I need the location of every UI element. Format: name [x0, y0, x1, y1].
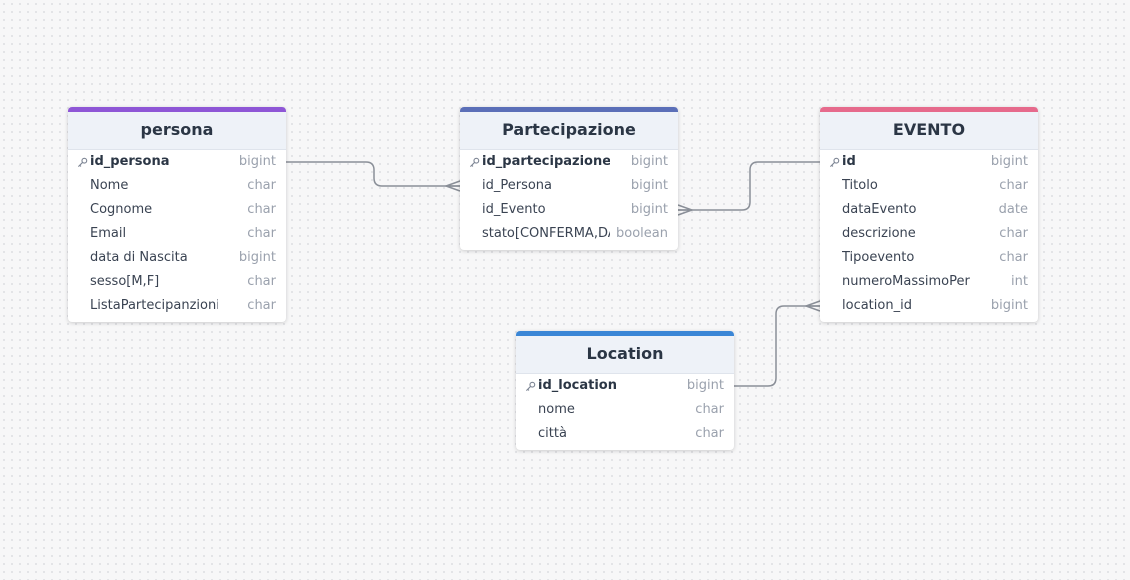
column-name: nome [538, 402, 575, 417]
column-name: ListaPartecipanzioni [90, 298, 218, 313]
column-row[interactable]: nome char [516, 398, 734, 422]
table-title[interactable]: Partecipazione [460, 112, 678, 150]
key-icon [524, 374, 536, 398]
column-name: Nome [90, 178, 129, 193]
column-row[interactable]: sesso[M,F] char [68, 270, 286, 294]
column-row[interactable]: id_Evento bigint [460, 198, 678, 222]
column-row[interactable]: Nome char [68, 174, 286, 198]
column-name: id [842, 154, 856, 169]
column-name: dataEvento [842, 202, 917, 217]
key-icon [468, 150, 480, 174]
column-type: int [1008, 270, 1028, 294]
column-name: id_partecipazione [482, 154, 610, 169]
column-row[interactable]: città char [516, 422, 734, 446]
column-type: char [244, 174, 276, 198]
column-type: bigint [235, 246, 276, 270]
column-name: città [538, 426, 567, 441]
column-row[interactable]: numeroMassimoPersone int [820, 270, 1038, 294]
column-row[interactable]: Cognome char [68, 198, 286, 222]
column-type: char [244, 222, 276, 246]
column-row[interactable]: Titolo char [820, 174, 1038, 198]
column-type: bigint [987, 294, 1028, 318]
column-name: Cognome [90, 202, 153, 217]
key-icon [828, 150, 840, 174]
column-row[interactable]: id_partecipazione bigint [460, 150, 678, 174]
column-type: char [996, 222, 1028, 246]
column-row[interactable]: id bigint [820, 150, 1038, 174]
column-row[interactable]: location_id bigint [820, 294, 1038, 318]
column-name: id_Evento [482, 202, 546, 217]
column-type: bigint [627, 174, 668, 198]
column-row[interactable]: id_location bigint [516, 374, 734, 398]
column-row[interactable]: ListaPartecipanzioni char [68, 294, 286, 318]
column-name: Titolo [842, 178, 878, 193]
relation-persona-partecipazione[interactable] [286, 161, 460, 187]
column-name: descrizione [842, 226, 916, 241]
column-type: char [692, 422, 724, 446]
column-type: bigint [987, 150, 1028, 174]
column-name: Tipoevento [842, 250, 915, 265]
crowfoot-evento-location [803, 300, 821, 312]
relation-location-evento[interactable] [734, 305, 820, 387]
column-type: char [244, 198, 276, 222]
column-type: bigint [235, 150, 276, 174]
column-name: id_persona [90, 154, 170, 169]
table-accent-bar [820, 107, 1038, 112]
column-name: Email [90, 226, 127, 241]
column-row[interactable]: descrizione char [820, 222, 1038, 246]
column-type: char [244, 270, 276, 294]
relation-evento-partecipazione[interactable] [678, 161, 820, 211]
column-list: id_location bigint nome char città char [516, 374, 734, 450]
crowfoot-partecipazione-evento [677, 204, 695, 216]
column-row[interactable]: data di Nascita bigint [68, 246, 286, 270]
column-name: numeroMassimoPersone [842, 274, 970, 289]
column-name: location_id [842, 298, 912, 313]
column-type: char [244, 294, 276, 318]
table-accent-bar [460, 107, 678, 112]
column-name: sesso[M,F] [90, 274, 160, 289]
column-type: char [996, 174, 1028, 198]
column-type: date [995, 198, 1028, 222]
column-name: id_Persona [482, 178, 553, 193]
table-title[interactable]: EVENTO [820, 112, 1038, 150]
column-type: boolean [613, 222, 668, 246]
column-name: data di Nascita [90, 250, 188, 265]
column-type: char [692, 398, 724, 422]
column-name: id_location [538, 378, 617, 393]
column-row[interactable]: Email char [68, 222, 286, 246]
column-row[interactable]: id_persona bigint [68, 150, 286, 174]
column-row[interactable]: Tipoevento char [820, 246, 1038, 270]
key-icon [76, 150, 88, 174]
table-title[interactable]: Location [516, 336, 734, 374]
column-type: bigint [627, 150, 668, 174]
column-row[interactable]: dataEvento date [820, 198, 1038, 222]
table-accent-bar [68, 107, 286, 112]
column-type: bigint [627, 198, 668, 222]
column-row[interactable]: id_Persona bigint [460, 174, 678, 198]
column-name: stato[CONFERMA,DA [482, 226, 610, 241]
crowfoot-partecipazione-persona [443, 180, 461, 192]
table-accent-bar [516, 331, 734, 336]
column-type: bigint [683, 374, 724, 398]
column-type: char [996, 246, 1028, 270]
table-title[interactable]: persona [68, 112, 286, 150]
